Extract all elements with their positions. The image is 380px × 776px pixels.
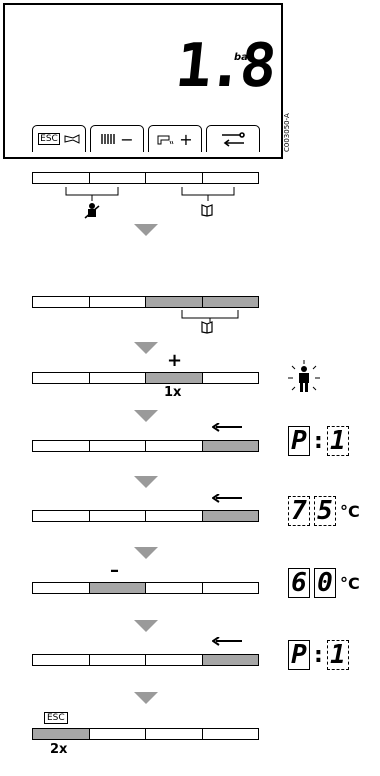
horn-icon [64,134,80,144]
param-value: 1 [326,640,349,670]
code-display-2: P : 1 [288,636,349,670]
key-1[interactable] [32,582,90,594]
key-3[interactable] [145,372,203,384]
key-1[interactable] [32,440,90,452]
key-2[interactable] [88,510,146,522]
key-3[interactable] [145,728,203,740]
enter-icon [212,637,242,646]
minus-sign: – [110,560,119,581]
key-4[interactable] [201,172,259,184]
brackets-row-1 [65,187,235,201]
keybar-row-7 [32,654,259,666]
param-letter: P [288,640,310,670]
function-key-2[interactable]: − [90,125,144,152]
installer-icon [288,360,320,392]
keybar-row-3 [32,372,259,384]
keybar-row-1 [32,172,259,184]
function-key-1[interactable]: ESC [32,125,86,152]
book-icon [201,321,213,334]
pressure-unit: bar [234,52,253,63]
key-2[interactable] [88,654,146,666]
separator: : [314,643,323,668]
key-4[interactable] [201,654,259,666]
plus-sign: + [167,350,183,371]
tap-icon [157,135,174,145]
key-2[interactable] [88,172,146,184]
key-3[interactable] [145,440,203,452]
enter-icon [212,494,242,503]
keybar-row-6 [32,582,259,594]
keybar-row-8 [32,728,259,740]
key-3[interactable] [145,296,203,308]
plus-sign: + [179,129,193,149]
key-4[interactable] [201,510,259,522]
code-display-1: P : 1 [288,422,349,456]
enter-icon [212,423,242,432]
digit-2: 0 [314,568,336,598]
esc-label: ESC [44,712,68,724]
keybar-row-2 [32,296,259,308]
radiator-icon [101,134,115,144]
arrow-down-6 [134,620,158,632]
key-3[interactable] [145,654,203,666]
key-2[interactable] [88,582,146,594]
key-1[interactable] [32,172,90,184]
arrow-down-4 [134,476,158,488]
arrow-down-1 [134,224,158,236]
key-4[interactable] [201,372,259,384]
key-4[interactable] [201,296,259,308]
temp-display-set: 6 0 °C [288,564,360,598]
key-4[interactable] [201,582,259,594]
param-letter: P [288,426,310,456]
key-1[interactable] [32,296,90,308]
arrow-down-7 [134,692,158,704]
book-icon [201,204,213,217]
key-3[interactable] [145,510,203,522]
key-3[interactable] [145,172,203,184]
key-3[interactable] [145,582,203,594]
enter-icon [222,132,245,147]
key-4[interactable] [201,440,259,452]
deg-unit: °C [340,574,360,593]
key-2[interactable] [88,440,146,452]
arrow-down-3 [134,410,158,422]
digit-1: 7 [288,496,310,526]
bracket-row-2 [181,310,239,322]
figure-code: C003050-A [283,113,291,152]
pressure-readout: 1.8 [172,31,277,101]
chimney-sweep-icon [84,203,100,219]
temp-display-blink: 7 5 °C [288,492,360,526]
digit-2: 5 [314,496,336,526]
key-2[interactable] [88,372,146,384]
param-value: 1 [326,426,349,456]
key-4[interactable] [201,728,259,740]
key-1[interactable] [32,654,90,666]
press-count: 2x [50,742,68,757]
press-count: 1x [164,385,182,400]
deg-unit: °C [340,502,360,521]
digit-1: 6 [288,568,310,598]
function-key-4[interactable] [206,125,260,152]
function-key-3[interactable]: + [148,125,202,152]
arrow-down-5 [134,547,158,559]
key-1[interactable] [32,510,90,522]
keybar-row-4 [32,440,259,452]
key-2[interactable] [88,296,146,308]
arrow-down-2 [134,342,158,354]
keybar-row-5 [32,510,259,522]
minus-sign: − [120,129,134,149]
separator: : [314,429,323,454]
key-1[interactable] [32,372,90,384]
key-2[interactable] [88,728,146,740]
esc-label: ESC [38,133,60,145]
key-1[interactable] [32,728,90,740]
